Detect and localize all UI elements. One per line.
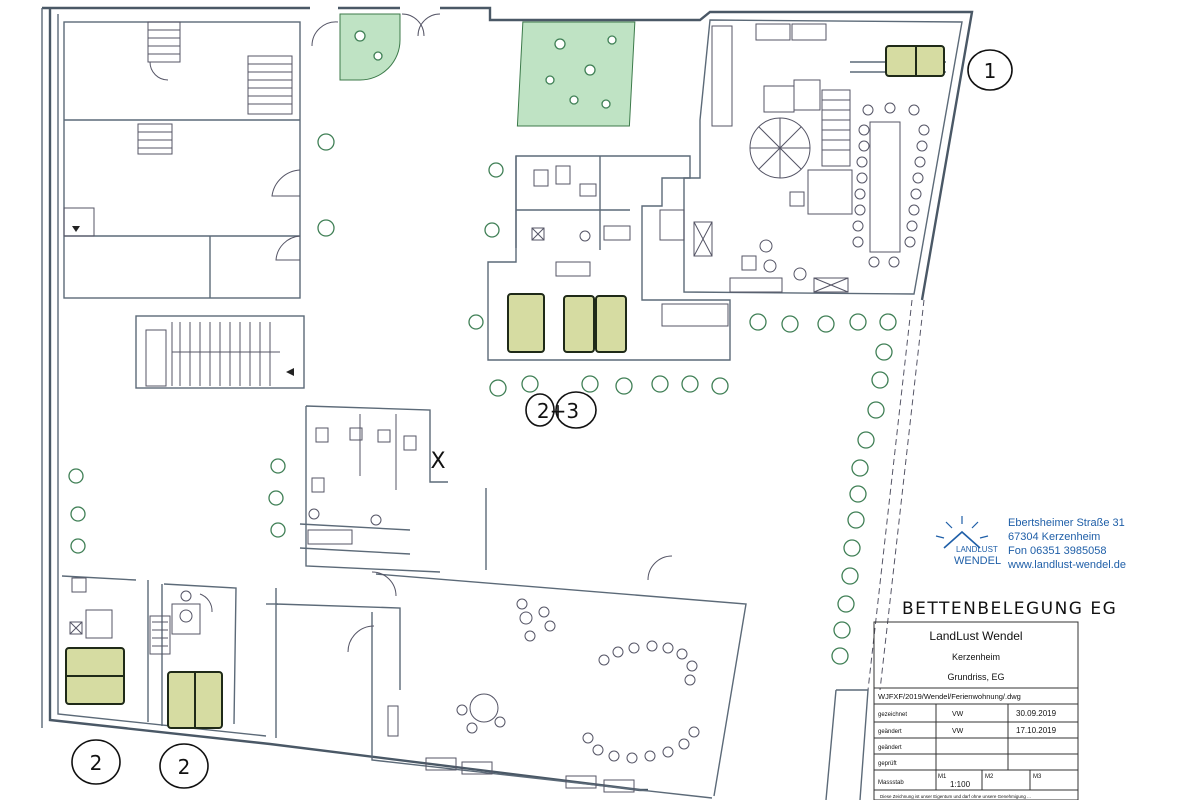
tb-project: LandLust Wendel	[929, 629, 1022, 643]
bed-apartment-2-3-c	[595, 295, 627, 353]
apartment-2-3	[487, 155, 731, 361]
handwritten-annotations: 1 2+3 2 2 X BETTENBELEGUNG EG	[71, 49, 1117, 789]
bed-apartment-2-3-a	[507, 293, 545, 353]
central-staircase	[135, 315, 305, 389]
heading-bed-allocation: BETTENBELEGUNG EG	[902, 599, 1117, 619]
address-block: Ebertsheimer Straße 31 67304 Kerzenheim …	[1007, 517, 1126, 571]
tb-row2-label: geändert	[878, 729, 902, 735]
tb-row2-who: VW	[952, 728, 964, 735]
tb-footer: Diese Zeichnung ist unser Eigentum und d…	[880, 794, 1031, 799]
dining-chairs	[759, 102, 930, 281]
mark-x: X	[430, 449, 445, 474]
north-west-rooms	[63, 21, 301, 299]
tb-m1: M1	[938, 774, 947, 780]
tb-m1-value: 1:100	[950, 780, 971, 789]
trees	[68, 133, 897, 665]
tb-row3-label: geändert	[878, 745, 902, 751]
tb-row1-who: VW	[952, 711, 964, 718]
tb-location: Kerzenheim	[952, 652, 1000, 662]
tb-row1-label: gezeichnet	[878, 712, 907, 718]
east-boundary	[825, 299, 925, 800]
tb-scale-label: Massstab	[878, 780, 904, 786]
label-bedroom-left: 2	[90, 751, 103, 775]
corridor-doors	[271, 13, 441, 261]
logo-line2: WENDEL	[954, 555, 1001, 567]
tb-row4-label: geprüft	[878, 761, 897, 767]
south-west-bedrooms	[61, 575, 237, 729]
tb-row1-date: 30.09.2019	[1016, 709, 1057, 718]
label-apartment-1: 1	[984, 59, 997, 83]
tb-row2-date: 17.10.2019	[1016, 726, 1057, 735]
courtyard-planting	[339, 13, 636, 127]
tb-file: WJFXF/2019/Wendel/Ferienwohnung/.dwg	[878, 692, 1021, 701]
hall-table-chairs	[582, 640, 700, 764]
apartment-1	[659, 19, 963, 295]
outer-walls	[41, 6, 974, 792]
logo-line1: LANDLUST	[956, 545, 998, 554]
tb-m3: M3	[1033, 774, 1042, 780]
address-web: www.landlust-wendel.de	[1007, 559, 1126, 571]
main-hall	[266, 555, 747, 799]
tb-drawing: Grundriss, EG	[947, 672, 1004, 682]
bed-apartment-2-3-b	[563, 295, 595, 353]
sanitary-block	[299, 405, 487, 573]
label-apartment-2-3: 2+3	[537, 399, 579, 423]
landlust-logo: LANDLUST WENDEL	[935, 516, 1001, 567]
address-street: Ebertsheimer Straße 31	[1008, 517, 1125, 529]
label-bedroom-right: 2	[178, 755, 191, 779]
address-city: 67304 Kerzenheim	[1008, 531, 1100, 543]
address-phone: Fon 06351 3985058	[1008, 545, 1106, 557]
tb-m2: M2	[985, 774, 994, 780]
title-block: LandLust Wendel Kerzenheim Grundriss, EG…	[873, 621, 1079, 800]
